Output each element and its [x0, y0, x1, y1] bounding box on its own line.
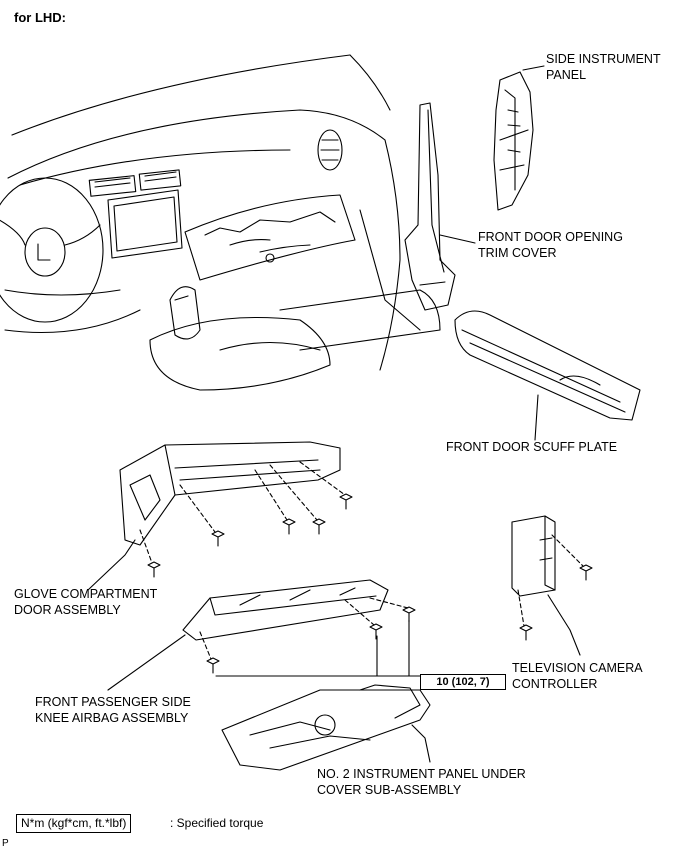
label-knee-airbag-assembly: FRONT PASSENGER SIDE KNEE AIRBAG ASSEMBL… [35, 695, 191, 725]
torque-legend-description: : Specified torque [170, 816, 264, 830]
bolt [339, 493, 353, 510]
label-side-instrument-panel: SIDE INSTRUMENT PANEL [546, 52, 661, 82]
front-door-opening-trim-cover-part [404, 102, 456, 311]
bolt [519, 624, 533, 641]
no2-under-cover-part [221, 684, 431, 771]
glove-compartment-door-part [119, 441, 341, 546]
label-no2-instrument-panel-under-cover: NO. 2 INSTRUMENT PANEL UNDER COVER SUB-A… [317, 767, 526, 797]
label-front-door-opening-trim-cover: FRONT DOOR OPENING TRIM COVER [478, 230, 623, 260]
television-camera-controller-part [511, 515, 556, 597]
torque-legend-units: N*m (kgf*cm, ft.*lbf) [16, 814, 132, 833]
bolt [282, 518, 296, 535]
leader-lines [87, 65, 581, 763]
side-instrument-panel-part [493, 71, 534, 211]
fasteners [147, 493, 593, 674]
knee-airbag-assembly-part [182, 579, 389, 641]
dashboard-illustration [0, 54, 441, 391]
bolt [206, 657, 220, 674]
bolt [369, 623, 383, 640]
figure-code: P [2, 838, 9, 849]
label-television-camera-controller: TELEVISION CAMERA CONTROLLER [512, 661, 643, 691]
bolt [147, 561, 161, 578]
bolt [579, 564, 593, 581]
torque-value-box: 10 (102, 7) [420, 674, 506, 690]
label-glove-compartment-door-assembly: GLOVE COMPARTMENT DOOR ASSEMBLY [14, 587, 158, 617]
bolt [211, 530, 225, 547]
variant-header: for LHD: [14, 10, 66, 25]
front-door-scuff-plate-part [454, 310, 641, 421]
bolt [312, 518, 326, 535]
bolt-paths [139, 461, 584, 660]
label-front-door-scuff-plate: FRONT DOOR SCUFF PLATE [446, 440, 618, 454]
